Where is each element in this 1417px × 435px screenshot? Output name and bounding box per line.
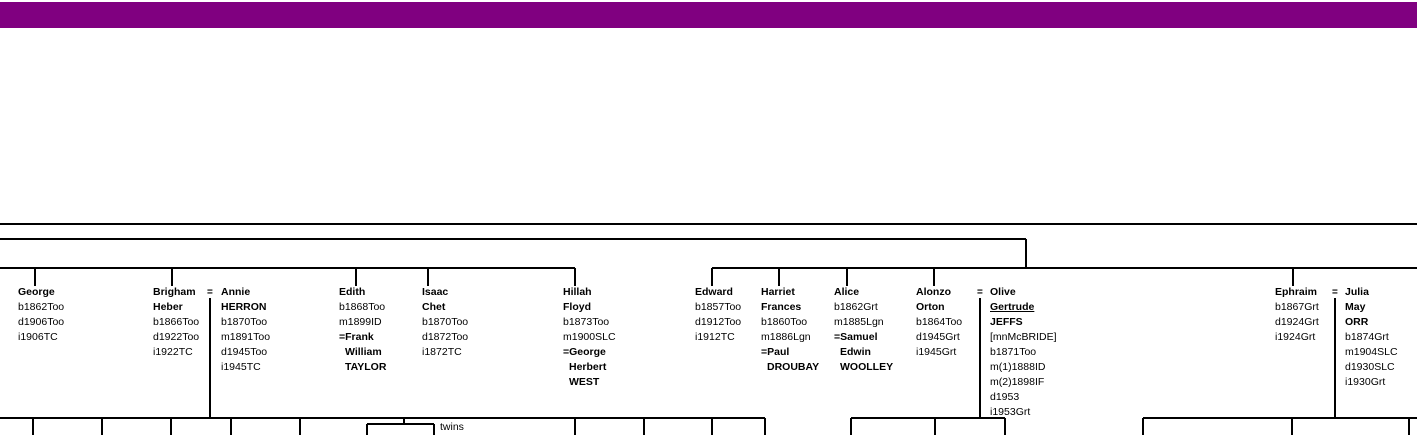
person-line: m1891Too <box>221 331 271 343</box>
person-line: George <box>18 286 55 298</box>
person-line: m1899ID <box>339 316 382 328</box>
marriage-symbol: = <box>1332 287 1338 298</box>
person-line: i1930Grt <box>1345 376 1386 388</box>
person-line: Floyd <box>563 301 591 313</box>
person-line: Harriet <box>761 286 795 298</box>
person-line: d1945Too <box>221 346 268 358</box>
person-line: Hillah <box>563 286 592 298</box>
person-line: m1885Lgn <box>834 316 884 328</box>
person-line: Frances <box>761 301 802 313</box>
person-line: Edith <box>339 286 366 298</box>
person-line: WEST <box>569 376 600 388</box>
person-line: HERRON <box>221 301 267 313</box>
person-line: b1868Too <box>339 301 386 313</box>
person-line: b1867Grt <box>1275 301 1319 313</box>
person-line: b1873Too <box>563 316 610 328</box>
person-line: b1857Too <box>695 301 742 313</box>
person-line: WOOLLEY <box>840 361 894 373</box>
person-line: Julia <box>1345 286 1369 298</box>
person-line: Ephraim <box>1275 286 1318 298</box>
person-line: d1922Too <box>153 331 200 343</box>
person-line: d1912Too <box>695 316 742 328</box>
person-line: d1872Too <box>422 331 469 343</box>
person-line: b1862Grt <box>834 301 878 313</box>
person-line: d1953 <box>990 391 1020 403</box>
person-line: m1900SLC <box>563 331 616 343</box>
person-line: i1924Grt <box>1275 331 1316 343</box>
person-line: m(2)1898IF <box>990 376 1045 388</box>
person-line: d1945Grt <box>916 331 960 343</box>
twins-label: twins <box>440 421 464 433</box>
person-line: b1862Too <box>18 301 65 313</box>
person-line: m1886Lgn <box>761 331 811 343</box>
person-line: Chet <box>422 301 446 313</box>
person-line: =Frank <box>339 331 374 343</box>
person-line: m(1)1888ID <box>990 361 1046 373</box>
person-line: d1906Too <box>18 316 65 328</box>
person-line: b1860Too <box>761 316 808 328</box>
person-line: i1906TC <box>18 331 58 343</box>
person-line: Isaac <box>422 286 449 298</box>
person-line: b1874Grt <box>1345 331 1389 343</box>
person-line: b1870Too <box>221 316 268 328</box>
marriage-symbol: = <box>207 287 213 298</box>
person-line: b1870Too <box>422 316 469 328</box>
person-line: DROUBAY <box>767 361 820 373</box>
person-line: [mnMcBRIDE] <box>990 331 1057 343</box>
person-line: d1924Grt <box>1275 316 1319 328</box>
person-line: Annie <box>221 286 251 298</box>
person-line: William <box>345 346 382 358</box>
person-line: =George <box>563 346 606 358</box>
person-line: i1912TC <box>695 331 735 343</box>
person-line: i1922TC <box>153 346 193 358</box>
person-line: Edward <box>695 286 733 298</box>
person-line: May <box>1345 301 1366 313</box>
person-george: George b1862Too d1906Too i1906TC <box>18 285 64 345</box>
person-line: Orton <box>916 301 945 313</box>
person-line: Alice <box>834 286 860 298</box>
person-line: Heber <box>153 301 183 313</box>
person-line: b1871Too <box>990 346 1037 358</box>
person-line: Brigham <box>153 286 196 298</box>
person-line: i1945Grt <box>916 346 957 358</box>
person-line: b1866Too <box>153 316 200 328</box>
person-line: Gertrude <box>990 301 1035 313</box>
person-line: TAYLOR <box>345 361 387 373</box>
person-line: Edwin <box>840 346 871 358</box>
person-line: Herbert <box>569 361 607 373</box>
person-line: =Paul <box>761 346 790 358</box>
person-line: Alonzo <box>916 286 951 298</box>
person-ephraim: Ephraim b1867Grt d1924Grt i1924Grt <box>1275 285 1319 345</box>
person-line: Olive <box>990 286 1016 298</box>
person-line: d1930SLC <box>1345 361 1395 373</box>
person-edward: Edward b1857Too d1912Too i1912TC <box>695 285 741 345</box>
person-line: m1904SLC <box>1345 346 1398 358</box>
person-line: i1953Grt <box>990 406 1031 418</box>
title-bar <box>0 2 1417 28</box>
person-line: =Samuel <box>834 331 878 343</box>
person-line: JEFFS <box>990 316 1023 328</box>
person-line: b1864Too <box>916 316 963 328</box>
person-line: i1872TC <box>422 346 462 358</box>
person-line: i1945TC <box>221 361 261 373</box>
person-line: ORR <box>1345 316 1369 328</box>
marriage-symbol: = <box>977 287 983 298</box>
